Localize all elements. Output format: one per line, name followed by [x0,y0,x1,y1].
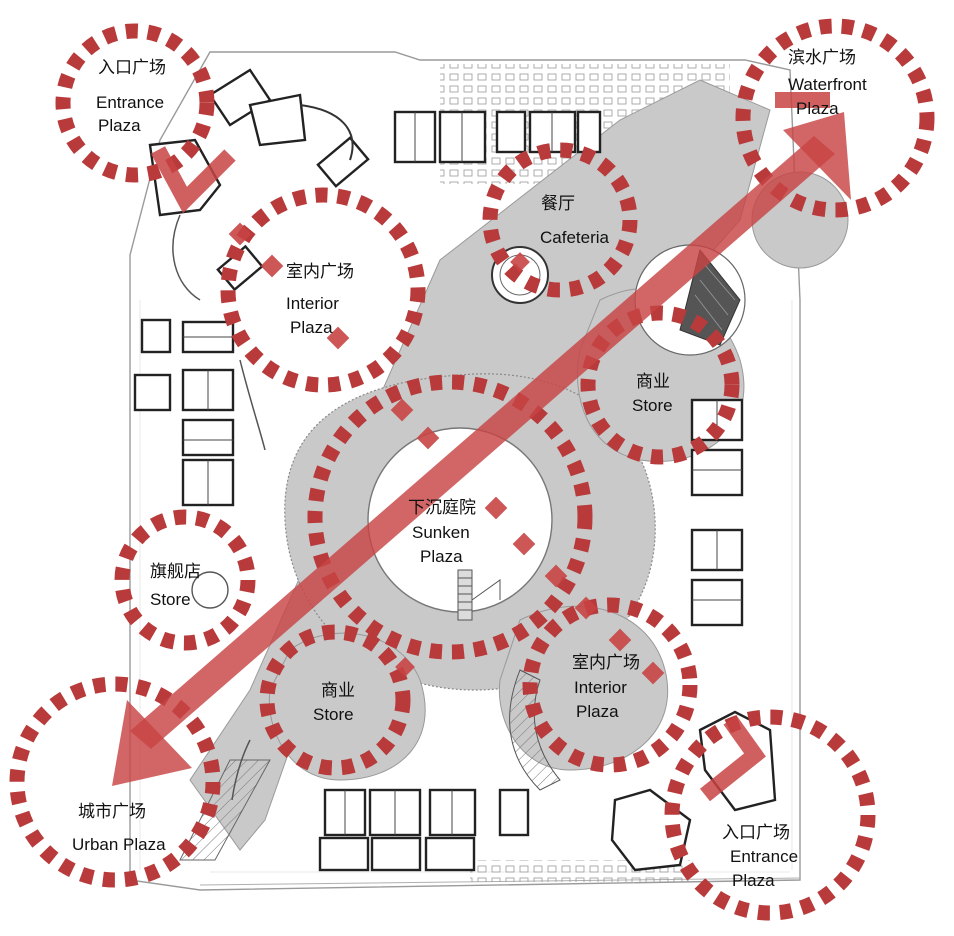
label-store-sw-en: Store [313,705,354,724]
ring-interior-n [220,187,426,393]
zone-labels: 入口广场 Entrance Plaza 滨水广场 Waterfront Plaz… [72,48,867,890]
label-interior-n-en1: Interior [286,294,339,313]
label-flagship-en: Store [150,590,191,609]
entrance-arrows [150,92,830,802]
ring-waterfront [735,18,935,218]
label-interior-s-zh: 室内广场 [572,653,640,673]
ring-cafeteria [482,142,638,298]
ring-entrance-se [664,709,876,921]
arrow-entrance-nw [150,146,236,214]
label-waterfront-en2: Plaza [796,99,839,118]
label-interior-n-en2: Plaza [290,318,333,337]
label-waterfront-zh: 滨水广场 [788,48,856,68]
label-waterfront-en1: Waterfront [788,75,867,94]
label-sunken-en1: Sunken [412,523,470,542]
sunken-stair [457,569,501,621]
ring-sunken [307,374,593,660]
label-interior-n-zh: 室内广场 [286,262,354,282]
label-entrance-nw-zh: 入口广场 [98,58,166,78]
label-cafeteria-zh: 餐厅 [541,194,575,214]
label-entrance-se-en1: Entrance [730,847,798,866]
label-store-e-en: Store [632,396,673,415]
floor-plan-base [129,51,849,891]
site-outline [129,51,801,891]
label-store-e-zh: 商业 [636,372,670,392]
south-curved-wall [231,739,251,801]
label-entrance-se-zh: 入口广场 [722,823,790,843]
ring-urban [9,676,221,888]
label-cafeteria-en: Cafeteria [540,228,610,247]
ring-store-sw [259,624,411,776]
axis-shaft [130,136,835,749]
label-sunken-zh: 下沉庭院 [408,498,476,518]
zone-markers [228,222,665,685]
central-axis-arrow [112,112,851,786]
label-sunken-en2: Plaza [420,547,463,566]
ring-entrance-nw [55,23,215,183]
label-flagship-zh: 旗舰店 [150,562,201,582]
northwest-curved-wall [299,104,354,161]
label-interior-s-en2: Plaza [576,702,619,721]
arrowhead-southwest [112,700,192,786]
zone-rings [9,18,935,921]
west-curved-wall [172,214,201,301]
arrow-entrance-se [700,715,766,802]
ring-flagship [114,509,256,651]
label-store-sw-zh: 商业 [321,681,355,701]
ring-interior-s [522,597,698,773]
room-blocks [133,68,777,872]
room-partitions [183,112,742,835]
label-interior-s-en1: Interior [574,678,627,697]
label-urban-zh: 城市广场 [78,802,146,822]
ring-store-e [580,305,740,465]
label-urban-en: Urban Plaza [72,835,166,854]
arrowhead-northeast [783,112,851,200]
label-entrance-se-en2: Plaza [732,871,775,890]
interior-curved-wall [239,359,266,451]
flagship-round-room [191,571,229,609]
label-entrance-nw-en2: Plaza [98,116,141,135]
label-entrance-nw-en1: Entrance [96,93,164,112]
east-store-stair-treads [694,264,736,331]
